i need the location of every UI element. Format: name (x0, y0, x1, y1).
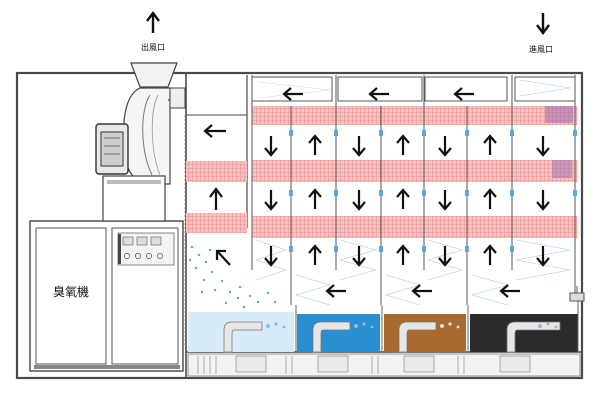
outlet-label-group: 出風口 (141, 11, 165, 52)
arrow-down-icon (264, 136, 278, 157)
arrow-left-icon (203, 124, 226, 138)
bubbles (266, 322, 558, 329)
arrow-down-icon (352, 190, 366, 211)
arrow-up-icon (483, 188, 497, 209)
inlet-label-group: 進風口 (529, 13, 553, 54)
arrow-left-icon (453, 87, 474, 101)
arrow-down-icon (352, 136, 366, 157)
arrow-down-icon (438, 190, 452, 211)
arrow-up-icon (483, 244, 497, 265)
arrow-down-icon (264, 190, 278, 211)
arrow-down-icon (536, 136, 550, 157)
arrow-down-icon (536, 246, 550, 267)
arrow-down-icon (438, 246, 452, 267)
mist-spray (188, 245, 277, 309)
arrow-up-icon (308, 134, 322, 155)
baffles (255, 79, 571, 306)
arrow-left-icon (282, 87, 303, 101)
arrow-up-icon (396, 134, 410, 155)
arrow-up-icon (308, 244, 322, 265)
inlet-label: 進風口 (529, 45, 553, 54)
pipes (223, 321, 561, 353)
arrow-up-icon (396, 244, 410, 265)
tank-brown (384, 314, 466, 352)
column-markers (289, 130, 577, 252)
left-chamber (186, 75, 248, 266)
ozone-machine-label: 臭氧機 (53, 284, 89, 299)
outlet-label: 出風口 (141, 42, 165, 52)
side-valve (569, 286, 585, 302)
tank-black (470, 314, 578, 352)
columns (251, 75, 576, 305)
arrow-down-icon (438, 136, 452, 157)
tank-blue (297, 314, 380, 352)
blower-assembly (95, 62, 186, 222)
arrow-down-icon (352, 246, 366, 267)
arrow-diagonal-icon (215, 249, 231, 266)
arrow-down-icon (536, 190, 550, 211)
arrow-up-icon (209, 187, 223, 210)
arrow-up-icon (483, 134, 497, 155)
bottom-pumps (187, 353, 581, 377)
arrow-up-icon (396, 188, 410, 209)
flow-arrows (264, 87, 550, 298)
arrow-down-icon (264, 246, 278, 267)
arrow-up-icon (146, 11, 160, 33)
tank-light-blue (188, 312, 294, 352)
tanks (188, 300, 579, 352)
arrow-left-icon (368, 87, 389, 101)
filter-bands (186, 106, 577, 238)
arrow-up-icon (308, 188, 322, 209)
ozone-machine: 臭氧機 (29, 220, 184, 372)
arrow-left-icon (411, 284, 432, 298)
arrow-left-icon (499, 284, 520, 298)
arrow-left-icon (325, 284, 346, 298)
arrow-down-icon (536, 13, 550, 35)
